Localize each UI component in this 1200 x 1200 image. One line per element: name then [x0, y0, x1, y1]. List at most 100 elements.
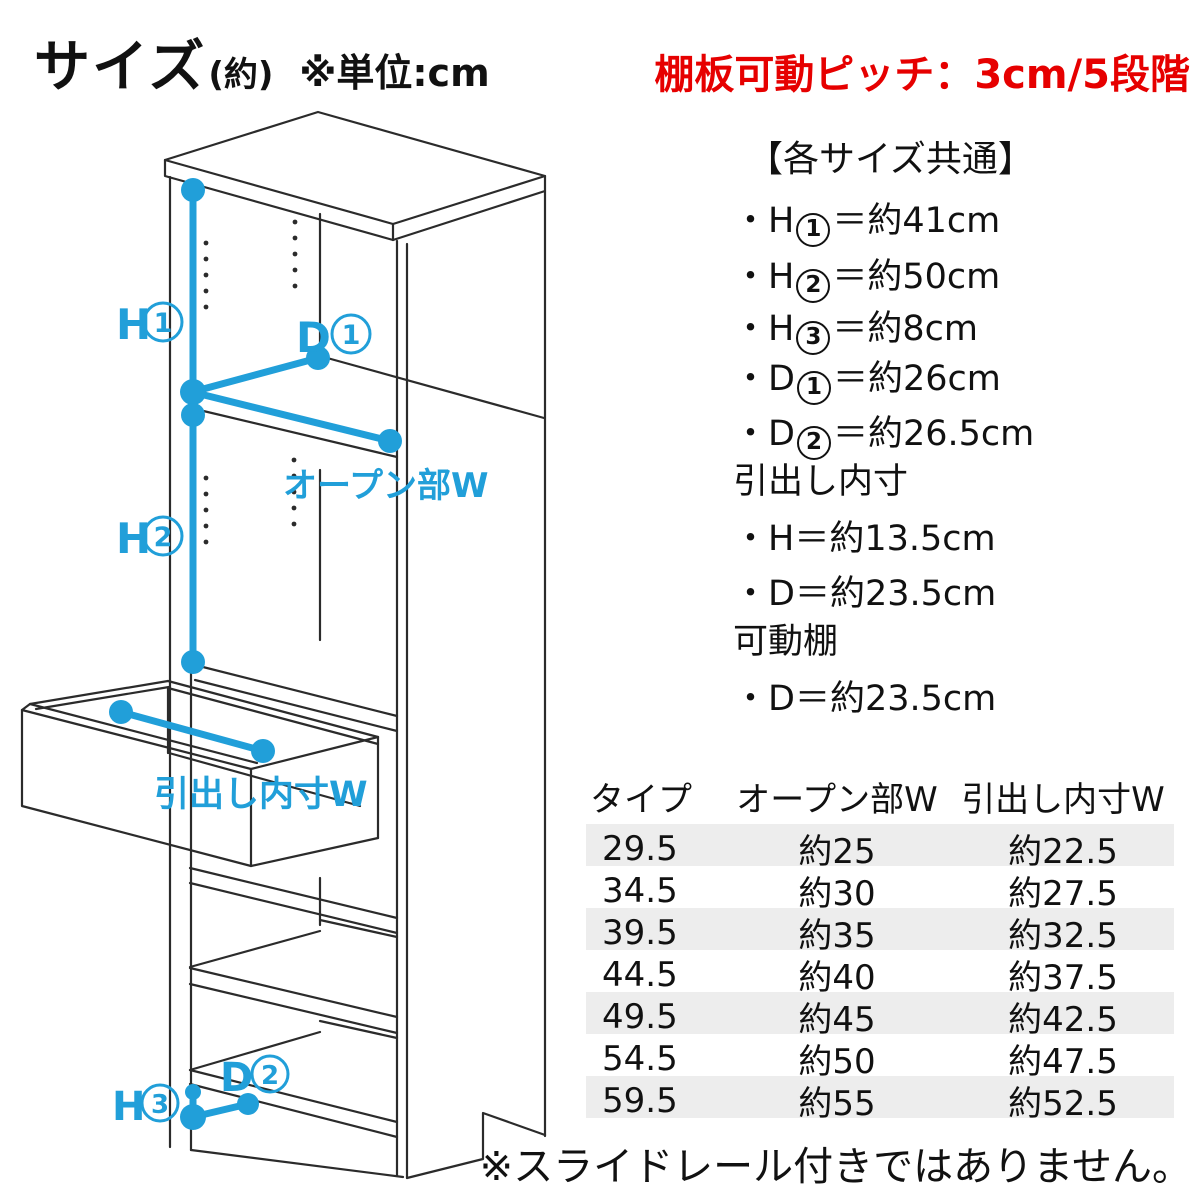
- cell-open-w: 約50: [798, 1042, 876, 1082]
- circled-number: 2: [796, 268, 831, 303]
- open-width-label: オープン部W: [283, 466, 488, 506]
- bullet: ・: [733, 519, 769, 559]
- h3-circle: [140, 1083, 180, 1123]
- spec-letter: H: [768, 201, 795, 241]
- cell-open-w: 約25: [798, 832, 876, 872]
- cell-drawer-w: 約52.5: [1008, 1084, 1118, 1124]
- cell-open-w: 約35: [798, 916, 876, 956]
- bullet: ・: [733, 679, 769, 719]
- cell-open-w: 約45: [798, 1000, 876, 1040]
- table-row: 59.5 約55 約52.5: [586, 1076, 1174, 1124]
- d2-letter: D: [220, 1055, 253, 1101]
- h1-number: 1: [154, 308, 173, 339]
- title-main: サイズ: [34, 35, 207, 100]
- cell-drawer-w: 約32.5: [1008, 916, 1118, 956]
- h3-number: 3: [151, 1090, 169, 1120]
- spec-item-shelf-d: ・D＝約23.5cm: [733, 670, 996, 721]
- cell-drawer-w: 約27.5: [1008, 874, 1118, 914]
- cell-type: 44.5: [602, 954, 678, 995]
- table-row: 54.5 約50 約47.5: [586, 1034, 1174, 1083]
- col-header-open-w: オープン部W: [736, 779, 938, 820]
- circled-number: 3: [796, 320, 831, 355]
- open-width-dimension-line: [188, 388, 394, 445]
- spec-letter: H: [768, 257, 795, 297]
- spec-heading-movable-shelf: 可動棚: [733, 622, 839, 662]
- d1-dimension-line: [188, 354, 322, 396]
- size-table-header: タイプ オープン部W 引出し内寸W: [586, 768, 1174, 824]
- title-paren: (約): [208, 55, 274, 95]
- spec-value: D＝約23.5cm: [768, 574, 997, 614]
- spec-value: ＝約26cm: [832, 359, 1001, 399]
- d2-circle: [250, 1054, 290, 1094]
- spec-value: ＝約26.5cm: [832, 414, 1035, 454]
- cell-drawer-w: 約42.5: [1008, 1000, 1118, 1040]
- bullet: ・: [733, 201, 769, 241]
- col-header-drawer-w: 引出し内寸W: [961, 779, 1165, 820]
- cell-type: 59.5: [602, 1080, 678, 1121]
- bullet: ・: [733, 574, 769, 614]
- d1-circle: [330, 313, 372, 355]
- spec-value: ＝約8cm: [832, 309, 978, 349]
- spec-value: ＝約50cm: [832, 257, 1001, 297]
- spec-item-drawer-h: ・H＝約13.5cm: [733, 510, 996, 561]
- h3-letter: H: [112, 1084, 145, 1130]
- page-title: サイズ (約) ※単位:cm: [34, 22, 490, 103]
- h1-circle: [142, 301, 184, 343]
- bullet: ・: [733, 414, 769, 454]
- cell-drawer-w: 約37.5: [1008, 958, 1118, 998]
- drawer-width-dimension-line: [117, 708, 267, 755]
- d2-number: 2: [261, 1061, 279, 1091]
- table-row: 29.5 約25 約22.5: [586, 824, 1174, 872]
- bullet: ・: [733, 359, 769, 399]
- h1-label: H 1: [116, 300, 184, 349]
- spec-value: D＝約23.5cm: [768, 679, 997, 719]
- d1-label: D 1: [296, 313, 372, 362]
- spec-letter: H: [768, 309, 795, 349]
- d2-label: D 2: [220, 1054, 290, 1101]
- size-table: タイプ オープン部W 引出し内寸W 29.5 約25 約22.5 34.5 約3…: [586, 768, 1174, 1124]
- bullet: ・: [733, 257, 769, 297]
- cell-type: 29.5: [602, 828, 678, 869]
- bullet: ・: [733, 309, 769, 349]
- h2-letter: H: [116, 514, 151, 563]
- cell-type: 54.5: [602, 1038, 678, 1079]
- h3-label: H 3: [112, 1083, 180, 1130]
- cell-open-w: 約40: [798, 958, 876, 998]
- cell-type: 39.5: [602, 912, 678, 953]
- h2-number: 2: [154, 522, 173, 553]
- d1-number: 1: [342, 320, 361, 351]
- spec-heading-common: 【各サイズ共通】: [747, 139, 1034, 180]
- slide-rail-footnote: ※スライドレール付きではありません。: [479, 1144, 1192, 1190]
- h1-letter: H: [116, 300, 151, 349]
- cell-type: 49.5: [602, 996, 678, 1037]
- h2-label: H 2: [116, 514, 184, 563]
- spec-value: ＝約41cm: [832, 201, 1001, 241]
- title-unit: ※単位:cm: [299, 51, 490, 95]
- shelf-pin-holes: [203, 219, 298, 545]
- dimension-overlays: H 1 D 1 H 2 オープン部W 引出し内寸W H: [109, 178, 488, 1130]
- spec-heading-drawer: 引出し内寸: [733, 462, 909, 502]
- spec-item-drawer-d: ・D＝約23.5cm: [733, 565, 996, 616]
- spec-letter: D: [768, 359, 795, 399]
- cell-drawer-w: 約47.5: [1008, 1042, 1118, 1082]
- table-row: 34.5 約30 約27.5: [586, 866, 1174, 915]
- spec-letter: D: [768, 414, 795, 454]
- table-row: 44.5 約40 約37.5: [586, 950, 1174, 999]
- circled-number: 2: [796, 425, 831, 460]
- cell-type: 34.5: [602, 870, 678, 911]
- table-row: 49.5 約45 約42.5: [586, 992, 1174, 1040]
- cell-open-w: 約30: [798, 874, 876, 914]
- circled-number: 1: [796, 212, 831, 247]
- d1-letter: D: [296, 313, 331, 362]
- cell-open-w: 約55: [798, 1084, 876, 1124]
- drawer-inner-width-label: 引出し内寸W: [154, 775, 368, 815]
- shelf-pitch-note: 棚板可動ピッチ：3cm/5段階: [654, 52, 1190, 98]
